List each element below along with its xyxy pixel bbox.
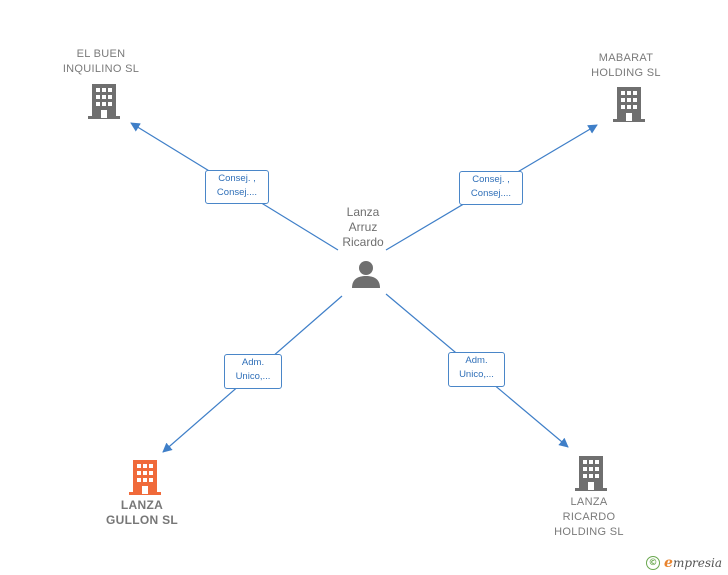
relation-label-el-buen-inquilino[interactable]: Consej. , Consej.... [205, 170, 269, 204]
relation-label-lanza-ricardo-holding[interactable]: Adm. Unico,... [448, 352, 505, 387]
relation-label-mabarat-holding[interactable]: Consej. , Consej.... [459, 171, 523, 205]
company-name-lanza-gullon[interactable]: LANZA GULLON SL [105, 498, 179, 527]
copyright-icon: © [646, 556, 661, 570]
building-icon[interactable] [575, 455, 607, 491]
relation-label-lanza-gullon[interactable]: Adm. Unico,... [224, 354, 282, 389]
building-icon[interactable] [613, 86, 645, 122]
company-name-lanza-ricardo-holding[interactable]: LANZA RICARDO HOLDING SL [554, 496, 624, 538]
building-icon[interactable] [129, 459, 161, 495]
brand-rest: mpresia [672, 556, 722, 570]
person-icon[interactable] [351, 260, 381, 288]
person-name[interactable]: Lanza Arruz Ricardo [342, 205, 384, 249]
company-name-mabarat-holding[interactable]: MABARAT HOLDING SL [591, 52, 661, 79]
company-name-el-buen-inquilino[interactable]: EL BUEN INQUILINO SL [62, 48, 140, 75]
brand-initial: e [664, 555, 673, 571]
building-icon[interactable] [88, 83, 120, 119]
brand-logo: © empresia [646, 555, 722, 571]
brand-name: empresia [664, 555, 722, 571]
